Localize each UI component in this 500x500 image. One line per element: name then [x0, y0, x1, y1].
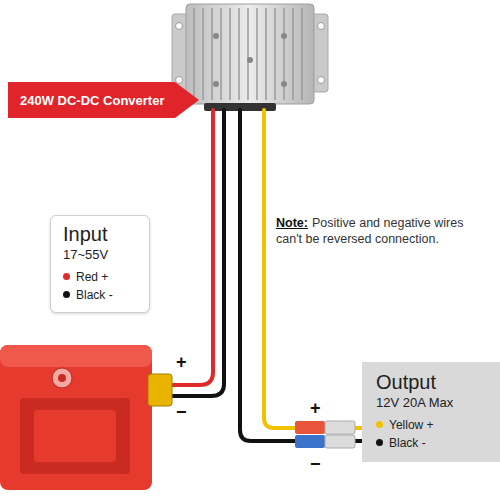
box-heading: Output — [376, 370, 490, 394]
title-banner: 240W DC-DC Converter — [8, 82, 198, 118]
box-text: Red + — [76, 270, 108, 284]
legend-row: Red + — [63, 268, 137, 286]
box-text: 12V 20A Max — [376, 394, 490, 412]
legend-row: Yellow + — [376, 416, 490, 434]
battery-adapter — [0, 345, 172, 490]
polarity-sign: − — [176, 402, 187, 422]
color-dot — [376, 439, 383, 446]
wires — [170, 110, 374, 441]
output-box: Output12V 20A MaxYellow + Black - — [362, 362, 500, 462]
lever-connectors — [295, 421, 355, 448]
color-dot — [376, 421, 383, 428]
color-dot — [63, 273, 70, 280]
converter-housing — [172, 4, 328, 111]
legend-row: Black - — [376, 434, 490, 452]
box-heading: 240W DC-DC Converter — [20, 93, 164, 108]
polarity-sign: − — [310, 454, 321, 474]
note-block: Note:Positive and negative wires can't b… — [276, 215, 490, 247]
legend-row: Black - — [63, 286, 137, 304]
box-text: Black - — [76, 288, 113, 302]
color-dot — [63, 291, 70, 298]
input-box: Input17~55V Red + Black - — [50, 215, 150, 313]
box-heading: Input — [63, 222, 137, 246]
note-key: Note: — [276, 216, 308, 230]
box-text: Black - — [389, 436, 426, 450]
box-text: Yellow + — [389, 418, 434, 432]
polarity-sign: + — [176, 352, 187, 372]
box-text: 17~55V — [63, 246, 137, 264]
polarity-sign: + — [310, 398, 321, 418]
